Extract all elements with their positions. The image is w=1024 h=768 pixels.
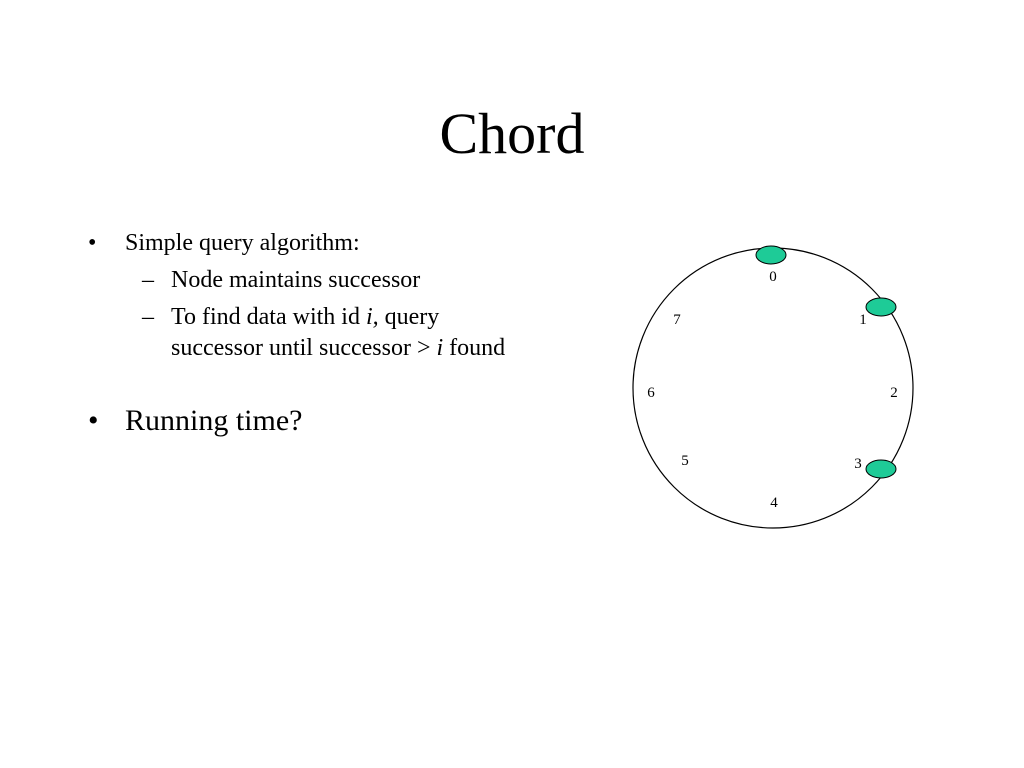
dash-marker: – xyxy=(142,304,154,330)
ring-label-4: 4 xyxy=(770,495,778,511)
slide-title: Chord xyxy=(439,101,585,166)
subbullet-text-part3: found xyxy=(443,335,506,361)
ring-label-3: 3 xyxy=(854,456,862,472)
bullet-marker: • xyxy=(88,230,97,256)
ring-label-6: 6 xyxy=(647,385,655,401)
active-node-3 xyxy=(865,459,897,479)
variable-i: i xyxy=(436,335,444,361)
variable-i: i, xyxy=(365,304,379,330)
active-node-0 xyxy=(755,245,787,265)
ring-label-5: 5 xyxy=(681,453,689,469)
subbullet-text: To find data with id i, query successor … xyxy=(171,302,511,364)
subbullet-text-part2: query successor until successor > xyxy=(171,304,440,361)
ring-label-1: 1 xyxy=(859,312,867,328)
dash-marker: – xyxy=(142,267,154,293)
bullet-text: Simple query algorithm: xyxy=(125,230,360,256)
bullet-marker: • xyxy=(88,404,99,437)
bullet-text: Running time? xyxy=(125,404,303,437)
ring-label-2: 2 xyxy=(890,385,898,401)
ring-label-7: 7 xyxy=(673,312,681,328)
subbullet-text: Node maintains successor xyxy=(171,267,421,293)
bullet-list: • Simple query algorithm: – Node maintai… xyxy=(0,0,560,480)
ring-label-0: 0 xyxy=(769,269,777,285)
active-node-1 xyxy=(865,297,897,317)
subbullet-text-part1: To find data with id xyxy=(171,304,366,330)
chord-ring-circle xyxy=(632,247,914,529)
